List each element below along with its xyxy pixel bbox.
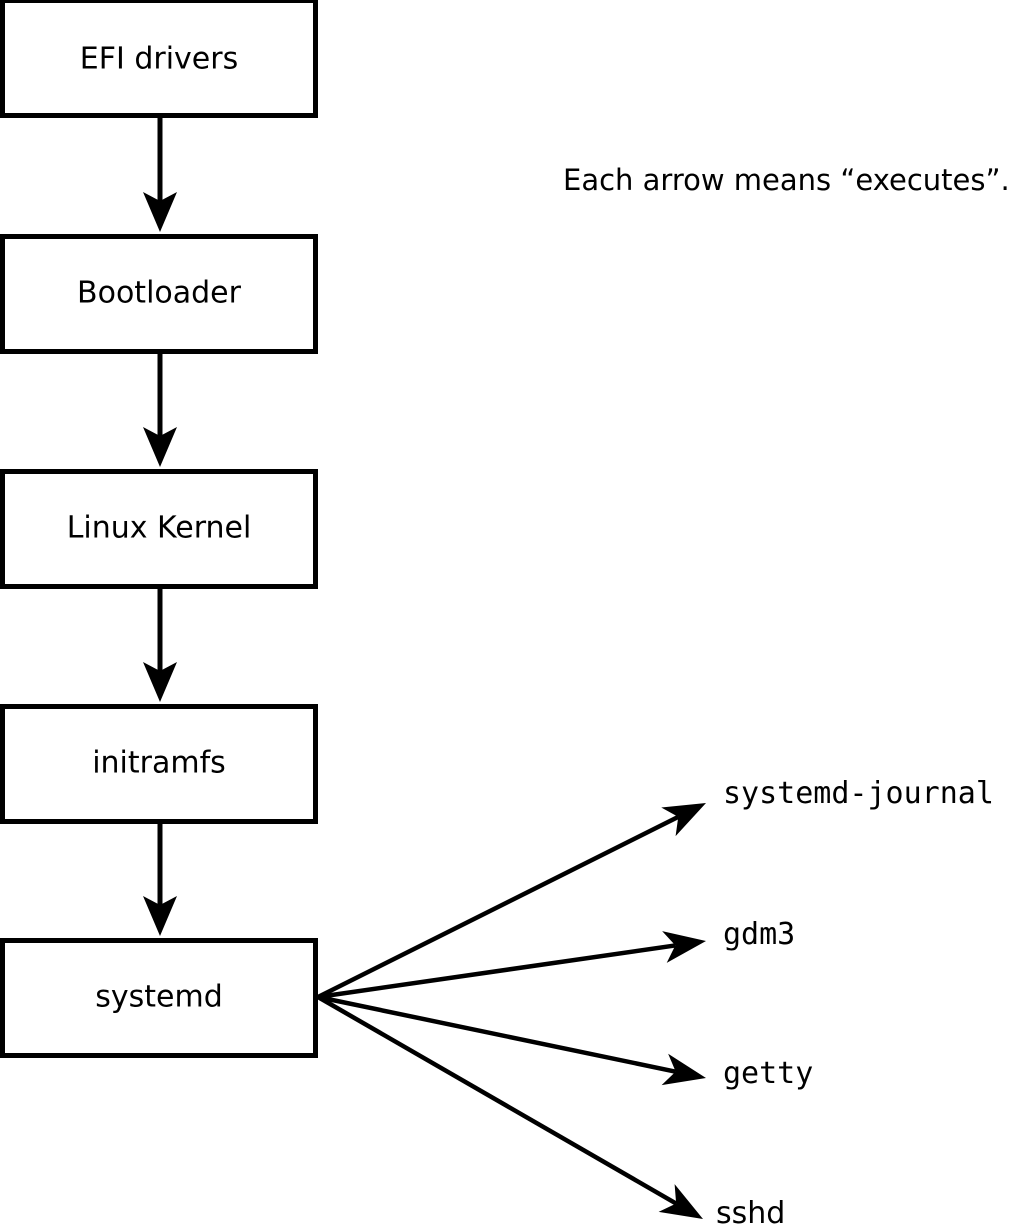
service-label-sshd: sshd xyxy=(716,1196,785,1230)
chain-edge-initramfs-to-systemd xyxy=(143,824,177,936)
chain-edge-kernel-to-initramfs xyxy=(143,589,177,702)
boot-stage-box[interactable] xyxy=(0,234,318,354)
arrow-head-icon xyxy=(143,427,177,467)
fan-edge-to-sshd xyxy=(316,995,703,1219)
service-labels-group: systemd-journal gdm3 getty sshd xyxy=(716,776,994,1230)
boot-stage-box[interactable] xyxy=(0,704,318,824)
arrow-head-icon xyxy=(143,896,177,936)
service-label-gdm3: gdm3 xyxy=(723,917,795,952)
fan-edge-to-gdm3 xyxy=(317,931,706,1000)
arrow-head-icon xyxy=(662,931,706,963)
service-label-systemd-journal: systemd-journal xyxy=(723,776,994,811)
chain-edges-group xyxy=(143,118,177,936)
edge-shaft xyxy=(317,943,676,1000)
chain-edge-bootloader-to-kernel xyxy=(143,354,177,467)
fan-out-edges-group xyxy=(316,803,706,1219)
boot-stage-linux-kernel[interactable]: Linux Kernel xyxy=(0,469,318,589)
boot-stage-initramfs[interactable]: initramfs xyxy=(0,704,318,824)
boot-stage-label: Linux Kernel xyxy=(67,511,252,546)
arrow-head-icon xyxy=(661,1053,706,1086)
arrow-head-icon xyxy=(661,803,706,837)
edge-shaft xyxy=(316,814,680,1000)
boot-stage-label: initramfs xyxy=(92,746,226,781)
service-label-getty: getty xyxy=(723,1056,813,1091)
edge-shaft xyxy=(317,994,677,1074)
edge-shaft xyxy=(316,995,678,1206)
boot-stage-box[interactable] xyxy=(0,469,318,589)
boot-stage-efi-drivers[interactable]: EFI drivers xyxy=(0,0,318,118)
boot-stage-label: Bootloader xyxy=(77,276,242,311)
boot-stage-bootloader[interactable]: Bootloader xyxy=(0,234,318,354)
chain-edge-efi-to-bootloader xyxy=(143,118,177,232)
fan-edge-to-getty xyxy=(317,994,706,1086)
arrow-head-icon xyxy=(658,1184,703,1219)
arrow-head-icon xyxy=(143,192,177,232)
boot-stage-systemd[interactable]: systemd xyxy=(0,938,318,1058)
boot-stage-label: systemd xyxy=(95,980,223,1015)
arrow-head-icon xyxy=(143,662,177,702)
legend-caption: Each arrow means “executes”. xyxy=(563,163,1010,197)
fan-edge-to-systemd-journal xyxy=(316,803,706,1000)
boot-stage-box[interactable] xyxy=(0,938,318,1058)
boot-stage-label: EFI drivers xyxy=(80,42,238,77)
boot-stage-box[interactable] xyxy=(0,0,318,118)
